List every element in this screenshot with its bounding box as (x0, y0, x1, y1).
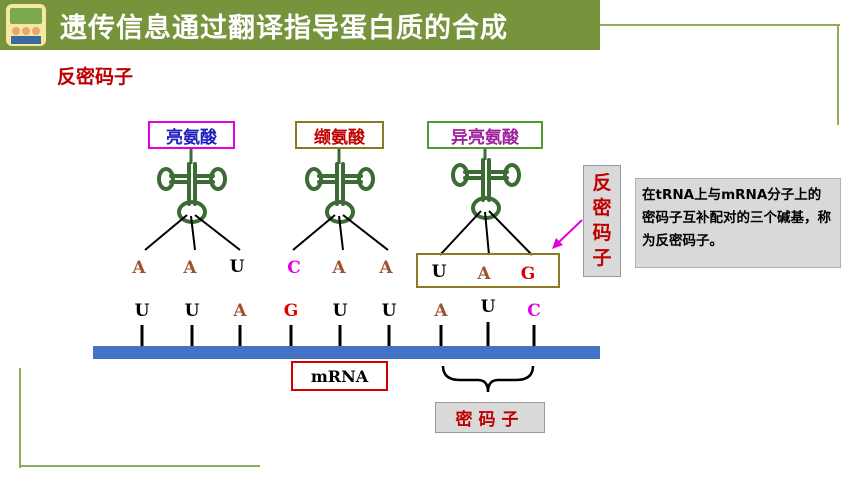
anticodon-char: 反 (592, 172, 612, 194)
codon-base: U (480, 297, 496, 317)
anticodon-base: G (520, 264, 536, 284)
anticodon-base: C (287, 258, 301, 278)
codon-base: A (233, 301, 247, 321)
codon-base: U (381, 301, 397, 321)
anticodon-base: A (477, 264, 491, 284)
anticodon-char: 子 (592, 247, 612, 269)
anticodon-base: A (379, 258, 393, 278)
anticodon-highlight-box (416, 253, 560, 288)
amino-acid-leucine: 亮氨酸 (148, 121, 235, 149)
pointer-arrow (556, 219, 583, 245)
page-title: 遗传信息通过翻译指导蛋白质的合成 (60, 13, 508, 44)
mrna-label: mRNA (291, 361, 388, 391)
codon-base: G (283, 301, 299, 321)
anticodon-base: U (431, 262, 447, 282)
amino-acid-valine: 缬氨酸 (295, 121, 384, 149)
anticodon-vertical-label: 反 密 码 子 (583, 165, 621, 277)
codon-base: U (134, 301, 150, 321)
codon-base: U (184, 301, 200, 321)
anticodon-base: A (132, 258, 146, 278)
anticodon-base: A (332, 258, 346, 278)
mrna-strand (93, 346, 600, 359)
codon-base: A (434, 301, 448, 321)
codon-label: 密码子 (435, 402, 545, 433)
amino-acid-isoleucine: 异亮氨酸 (427, 121, 543, 149)
anticodon-base: U (229, 257, 245, 277)
trna-2-icon (292, 162, 389, 251)
definition-note: 在tRNA上与mRNA分子上的密码子互补配对的三个碱基，称为反密码子。 (635, 178, 841, 268)
trna-3-icon (439, 158, 533, 256)
anticodon-base: A (183, 258, 197, 278)
classroom-logo-icon (6, 4, 46, 46)
section-subtitle: 反密码子 (57, 66, 134, 88)
codon-brace (441, 365, 535, 393)
trna-1-icon (144, 162, 241, 251)
anticodon-char: 密 (592, 197, 612, 219)
codon-base: U (332, 301, 348, 321)
codon-base: C (527, 301, 541, 321)
title-bar (0, 0, 600, 50)
anticodon-char: 码 (592, 222, 612, 244)
